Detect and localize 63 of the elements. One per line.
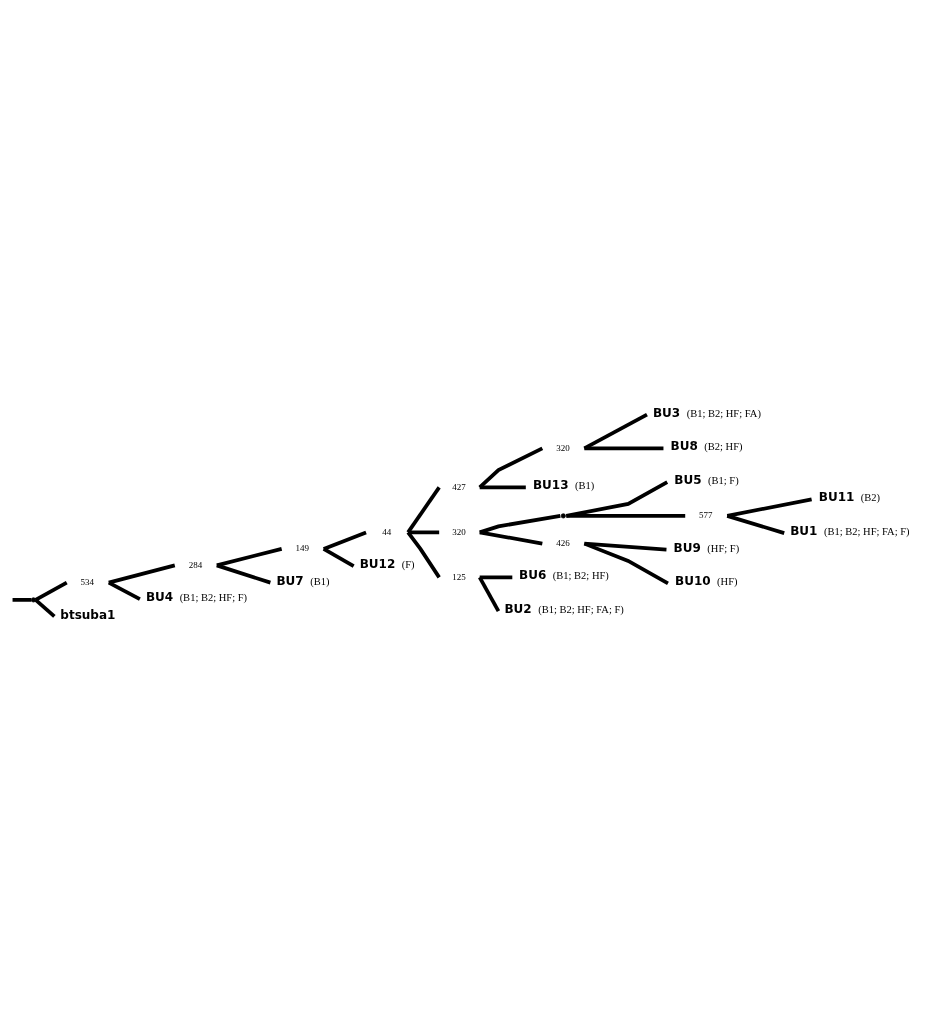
node-text: BU12 bbox=[359, 556, 395, 571]
node-point bbox=[30, 596, 36, 602]
node-text: BU2 bbox=[503, 601, 532, 616]
connector bbox=[12, 597, 31, 602]
connector bbox=[107, 580, 141, 601]
connector bbox=[479, 575, 512, 579]
connector bbox=[583, 541, 669, 585]
node-text: BU3 bbox=[652, 405, 680, 420]
node-text: BU10 bbox=[674, 573, 711, 588]
node-label: (B1; B2; HF) bbox=[552, 569, 609, 581]
node-text: 284 bbox=[188, 559, 202, 570]
connector bbox=[406, 530, 441, 578]
connector bbox=[406, 485, 441, 533]
connector bbox=[322, 546, 355, 568]
node-text: 320 bbox=[451, 526, 466, 537]
node-text: BU8 bbox=[670, 438, 698, 453]
node-label: (HF) bbox=[716, 575, 738, 587]
node-label: (B1; B2; HF; FA; F) bbox=[823, 525, 910, 537]
connector bbox=[477, 575, 500, 612]
node-label: (B1) bbox=[309, 575, 329, 587]
node-text: btsuba1 bbox=[59, 606, 115, 621]
node-text: BU1 bbox=[789, 523, 817, 538]
node-label: (B1; F) bbox=[707, 474, 739, 486]
node-text: 427 bbox=[451, 481, 466, 492]
node-text: 149 bbox=[295, 542, 309, 553]
connector bbox=[565, 513, 685, 518]
connector bbox=[107, 563, 175, 584]
node-label: (B1; B2; HF; FA; F) bbox=[537, 603, 624, 615]
connector bbox=[215, 546, 282, 567]
node-text: BU13 bbox=[532, 477, 569, 492]
node-point bbox=[560, 512, 566, 518]
node-text: BU7 bbox=[275, 573, 304, 588]
connector bbox=[322, 530, 367, 551]
node-label: (B2) bbox=[860, 491, 880, 503]
node-label: (B2; HF) bbox=[703, 440, 743, 452]
node-label: (B1; B2; HF; FA) bbox=[686, 407, 761, 419]
node-text: 534 bbox=[80, 576, 94, 587]
connector bbox=[477, 446, 543, 489]
node-text: BU5 bbox=[673, 472, 702, 487]
connector bbox=[479, 485, 526, 489]
node-label: (B1) bbox=[574, 479, 594, 491]
connector bbox=[215, 563, 271, 584]
node-label: (F) bbox=[401, 558, 415, 570]
node-text: BU11 bbox=[818, 489, 854, 504]
connector bbox=[726, 497, 812, 518]
node-text: 125 bbox=[451, 571, 466, 582]
node-text: 44 bbox=[381, 526, 391, 537]
node-text: BU6 bbox=[518, 567, 546, 582]
node-text: 426 bbox=[555, 537, 570, 548]
connector bbox=[583, 446, 663, 450]
connector bbox=[33, 597, 56, 618]
node-label: (HF; F) bbox=[706, 542, 739, 554]
connector bbox=[478, 530, 543, 545]
connector bbox=[478, 513, 561, 534]
node-text: BU4 bbox=[145, 589, 173, 604]
node-text: 320 bbox=[555, 442, 570, 453]
connector bbox=[407, 530, 439, 534]
connector bbox=[583, 541, 667, 551]
node-label: (B1; B2; HF; F) bbox=[179, 591, 247, 603]
connector bbox=[34, 580, 68, 602]
connector bbox=[726, 513, 785, 535]
node-text: BU9 bbox=[673, 540, 701, 555]
node-text: 577 bbox=[698, 509, 713, 520]
